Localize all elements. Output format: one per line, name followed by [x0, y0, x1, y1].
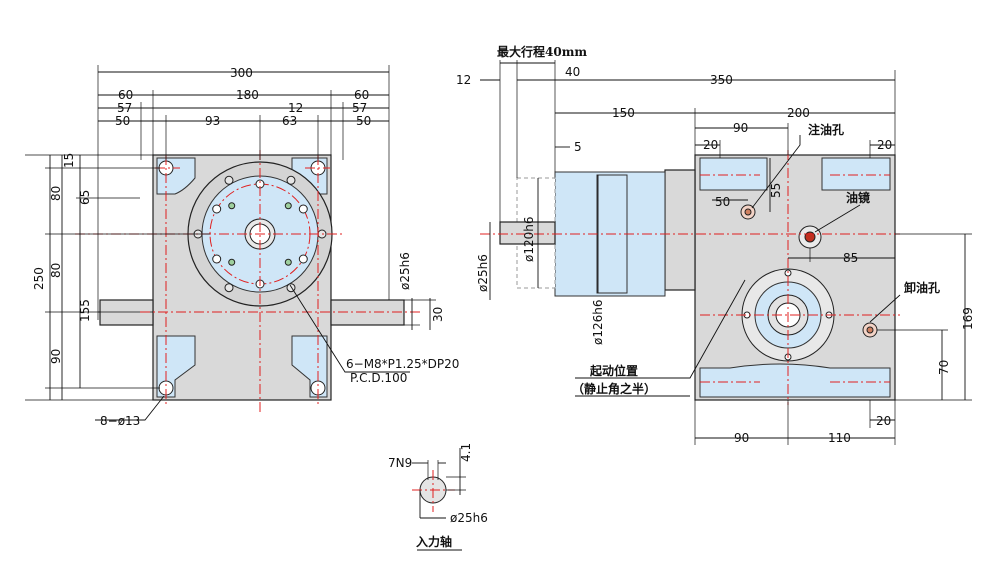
side-pad-bottom	[699, 363, 891, 398]
bolt-note: 6−M8*P1.25*DP20	[346, 357, 459, 371]
input-shaft-label: 入力轴	[416, 534, 452, 549]
bolt-hole	[298, 204, 308, 214]
flange-screw	[286, 175, 296, 185]
dim-150: 150	[612, 106, 635, 120]
dim-60-left: 60	[118, 88, 133, 102]
dim-4-1: 4.1	[459, 443, 473, 462]
dim-12: 12	[288, 101, 303, 115]
side-dimensions	[480, 60, 972, 445]
dim-169: 169	[961, 307, 975, 330]
front-view	[75, 150, 420, 412]
flange-screw	[224, 175, 234, 185]
labels: 300 60 180 60 57 12 57 50 93 63 50 15 80…	[32, 44, 975, 549]
dim-57-right: 57	[352, 101, 367, 115]
dim-155: 155	[78, 299, 92, 322]
dim-40: 40	[565, 65, 580, 79]
dim-12-side: 12	[456, 73, 471, 87]
start-position-sub: （静止角之半）	[572, 381, 656, 396]
dim-350: 350	[710, 73, 733, 87]
dim-80-a: 80	[49, 186, 63, 201]
dim-120h6: ø120h6	[522, 217, 536, 263]
dim-7n9: 7N9	[388, 456, 412, 470]
dim-126h6: ø126h6	[591, 300, 605, 346]
dim-200: 200	[787, 106, 810, 120]
dim-60-right: 60	[354, 88, 369, 102]
dowel-hole	[284, 202, 292, 210]
side-pad	[699, 157, 768, 191]
shaft-section	[412, 448, 466, 551]
side-pad	[821, 157, 891, 191]
dim-55: 55	[769, 183, 783, 198]
dim-50-side: 50	[715, 195, 730, 209]
oil-drain-label: 卸油孔	[904, 280, 940, 295]
oil-fill-label: 注油孔	[808, 122, 844, 137]
dowel-hole	[228, 258, 236, 266]
oil-sight-label: 油镜	[846, 190, 870, 205]
neck	[664, 169, 696, 291]
dim-50-left: 50	[115, 114, 130, 128]
input-shaft	[499, 221, 556, 245]
dowel-hole	[284, 258, 292, 266]
dim-80-b: 80	[49, 263, 63, 278]
bolt-hole	[212, 254, 222, 264]
stroke-note: 最大行程40mm	[497, 44, 587, 59]
dim-85: 85	[843, 251, 858, 265]
dim-5: 5	[574, 140, 582, 154]
dim-25h6-side: ø25h6	[476, 254, 490, 292]
dim-93: 93	[205, 114, 220, 128]
holes-note: 8−ø13	[100, 414, 140, 428]
dim-63: 63	[282, 114, 297, 128]
start-position-label: 起动位置	[589, 363, 638, 378]
dim-30: 30	[431, 307, 445, 322]
flange-screw	[224, 283, 234, 293]
bolt-hole	[298, 254, 308, 264]
dim-65: 65	[78, 190, 92, 205]
dim-20-a: 20	[703, 138, 718, 152]
dim-180: 180	[236, 88, 259, 102]
pcd-note: P.C.D.100	[350, 371, 407, 385]
dim-20-c: 20	[876, 414, 891, 428]
dim-90: 90	[49, 349, 63, 364]
dim-90-bottom: 90	[734, 431, 749, 445]
side-view	[480, 150, 900, 405]
dim-20-b: 20	[877, 138, 892, 152]
dim-25h6-front: ø25h6	[398, 252, 412, 290]
dim-110: 110	[828, 431, 851, 445]
dowel-hole	[228, 202, 236, 210]
dim-250: 250	[32, 267, 46, 290]
dim-25h6-shaft: ø25h6	[450, 511, 488, 525]
dim-90-side: 90	[733, 121, 748, 135]
dim-15: 15	[62, 153, 76, 168]
dim-300: 300	[230, 66, 253, 80]
dim-57-left: 57	[117, 101, 132, 115]
front-dimensions	[25, 65, 436, 421]
dim-50-right: 50	[356, 114, 371, 128]
bolt-hole	[212, 204, 222, 214]
dim-70: 70	[937, 360, 951, 375]
